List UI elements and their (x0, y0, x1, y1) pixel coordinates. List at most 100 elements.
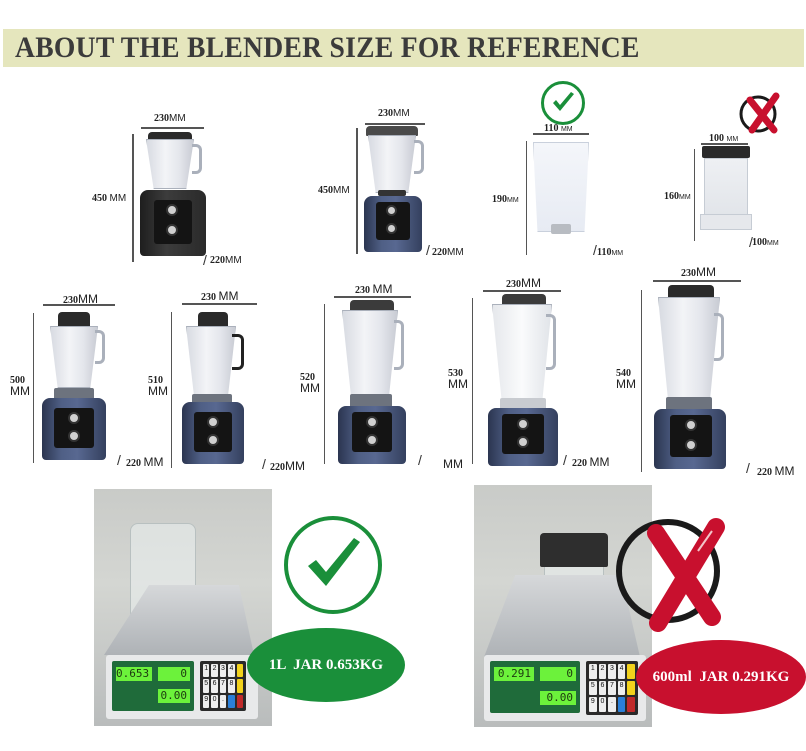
height-line (694, 149, 695, 241)
key: 5 (589, 680, 597, 696)
key: 5 (203, 679, 210, 693)
depth-label: 220MM (432, 247, 464, 258)
key (236, 694, 243, 708)
lcd-total: 0.00 (158, 689, 190, 703)
width-line (365, 123, 425, 125)
jar-weight-badge-1l: 1L JAR 0.653KG (247, 628, 405, 702)
weighing-photo-600ml: 0.291 0 0.00 1 2 3 4 5 6 7 8 9 0 . (474, 485, 652, 727)
page-title: ABOUT THE BLENDER SIZE FOR REFERENCE (15, 31, 640, 64)
depth-slash: / (746, 460, 750, 476)
jar-weight-badge-600ml: 600ml JAR 0.291KG (636, 640, 806, 714)
lcd-weight: 0.653 (116, 667, 152, 681)
keypad: 1 2 3 4 5 6 7 8 9 0 . (586, 661, 638, 715)
key: 0 (598, 697, 607, 712)
depth-label: MM (443, 457, 463, 471)
depth-slash: / (262, 456, 266, 472)
blender-540-image (652, 285, 734, 471)
key: 2 (598, 664, 607, 679)
height-label: 160190MM (492, 194, 519, 205)
width-label: 100 MM (709, 133, 739, 144)
header-band (3, 29, 804, 67)
depth-label: 220 MM (757, 464, 795, 478)
height-line (472, 298, 473, 464)
lcd-price: 0 (540, 667, 576, 681)
width-line (43, 304, 115, 306)
key (627, 664, 635, 679)
blender-black-image (140, 132, 210, 260)
depth-slash: / (563, 452, 567, 468)
key (627, 680, 635, 696)
width-line (141, 127, 204, 129)
height-line (33, 313, 34, 463)
key: 7 (219, 679, 227, 693)
key: 4 (617, 664, 626, 679)
check-icon (541, 81, 585, 125)
check-icon (284, 516, 382, 614)
height-label: 160MM (664, 191, 691, 202)
width-label: 230MM (378, 108, 410, 119)
width-line (653, 280, 741, 282)
key: 6 (211, 679, 218, 693)
width-line (533, 133, 589, 135)
key: 0 (211, 694, 218, 708)
key: 2 (211, 664, 218, 678)
height-label: 450 MM (92, 193, 127, 204)
width-label: 230 MM (201, 289, 239, 303)
depth-slash: / (593, 242, 597, 258)
depth-slash: / (203, 252, 207, 268)
key: 9 (203, 694, 210, 708)
height-line (171, 312, 172, 468)
key: 1 (203, 664, 210, 678)
depth-slash: / (426, 242, 430, 258)
width-label: 110 MM (544, 123, 573, 134)
blender-510-image (182, 312, 252, 468)
key: 3 (608, 664, 616, 679)
lcd-weight: 0.291 (494, 667, 534, 681)
depth-slash: / (749, 234, 753, 250)
jar-100-image (700, 146, 754, 234)
depth-label: 220MM (210, 255, 242, 266)
key: 8 (617, 680, 626, 696)
blender-520-image (336, 300, 410, 466)
depth-label: 220 MM (126, 455, 164, 469)
jar-110-image (533, 142, 589, 242)
width-line (701, 143, 748, 145)
depth-label: 220MM (270, 459, 305, 473)
height-line (132, 134, 134, 262)
cross-icon (738, 90, 780, 134)
height-line (324, 304, 325, 464)
blender-blue-image (362, 126, 434, 254)
width-line (334, 296, 411, 298)
width-label: 230MM (154, 113, 186, 124)
depth-label: 220 MM (572, 455, 610, 469)
key (627, 697, 635, 712)
width-label: 230MM (681, 265, 716, 279)
key: 4 (228, 664, 235, 678)
key (617, 697, 626, 712)
keypad: 1 2 3 4 5 6 7 8 9 0 . (200, 661, 246, 711)
key: 7 (608, 680, 616, 696)
blender-530-image (486, 294, 564, 468)
depth-label: 110MM (597, 247, 624, 258)
depth-slash: / (117, 452, 121, 468)
width-line (483, 290, 561, 292)
blender-500-image (40, 312, 110, 464)
width-line (182, 303, 257, 305)
width-label: 230MM (63, 292, 98, 306)
key: 9 (589, 697, 597, 712)
lcd-total: 0.00 (540, 691, 576, 705)
key: 6 (598, 680, 607, 696)
key (228, 694, 235, 708)
key: 1 (589, 664, 597, 679)
key (236, 679, 243, 693)
key: 8 (228, 679, 235, 693)
key: . (608, 697, 616, 712)
key (236, 664, 243, 678)
height-line (526, 141, 527, 255)
cross-icon (612, 515, 732, 633)
